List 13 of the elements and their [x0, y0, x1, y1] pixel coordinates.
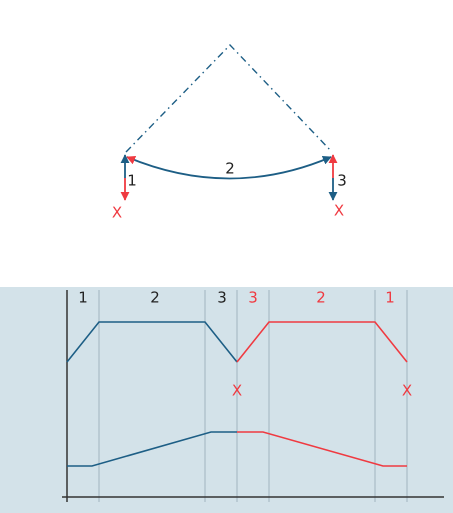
step-number: 3 [217, 290, 227, 306]
step-number: 1 [127, 174, 137, 188]
step-number: 2 [225, 162, 235, 176]
end-mark: X [334, 204, 344, 218]
end-mark: X [402, 384, 412, 398]
step-number: 3 [248, 290, 258, 306]
step-number: 1 [385, 290, 395, 306]
step-number: 2 [150, 290, 160, 306]
step-number: 2 [316, 290, 326, 306]
end-mark: X [112, 206, 122, 220]
step-number: 1 [78, 290, 88, 306]
step-number: 3 [337, 174, 347, 188]
end-mark: X [232, 384, 242, 398]
